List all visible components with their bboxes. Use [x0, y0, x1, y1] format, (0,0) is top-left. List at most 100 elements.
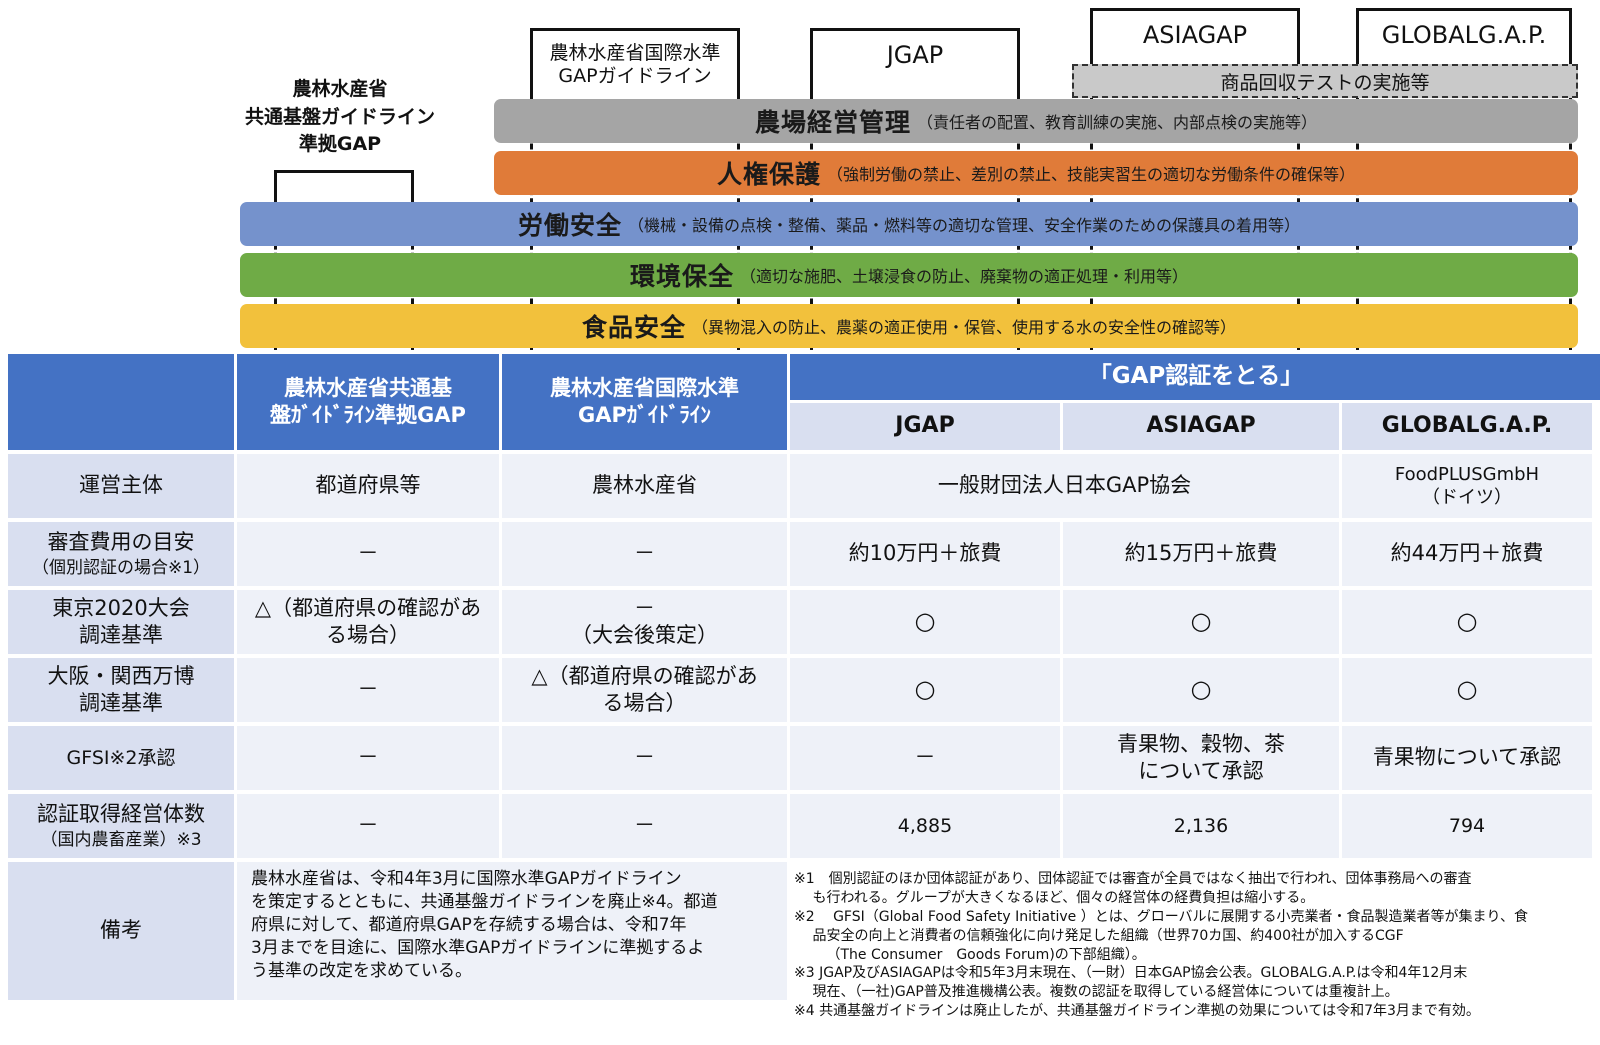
cell-line: － — [634, 745, 655, 770]
cell-count-jgap: 4,885 — [790, 794, 1060, 858]
cell-gfsi-globalgap: 青果物について承認 — [1342, 726, 1592, 790]
label-line: 準拠GAP — [298, 133, 382, 156]
band-title: 環境保全 — [629, 262, 734, 291]
bracket-globalgap-label: GLOBALG.A.P. — [1381, 20, 1547, 49]
bracket-common — [274, 170, 414, 200]
cell-line: 農林水産省 — [592, 473, 697, 498]
band-detail: （強制労働の禁止、差別の禁止、技能実習生の適切な労働条件の確保等） — [827, 165, 1356, 184]
bracket-intl-label: 農林水産省国際水準 GAPガイドライン — [533, 31, 737, 99]
cell-line: △（都道府県の確認があ — [531, 663, 758, 688]
cell-osaka-jgap: ○ — [790, 658, 1060, 722]
cell-cost-common: － — [237, 522, 499, 586]
footnote-line: 品安全の向上と消費者の信頼強化に向け発足した組織（世界70カ国、約400社が加入… — [794, 927, 1404, 944]
cell-cost-asiagap: 約15万円＋旅費 — [1063, 522, 1339, 586]
cell-line: ○ — [914, 675, 936, 704]
row-label-line: （個別認証の場合※1） — [31, 557, 211, 578]
cell-tokyo-common: △（都道府県の確認があ る場合） — [237, 590, 499, 654]
header-line: 農林水産省国際水準 — [550, 375, 739, 400]
header-jgap: JGAP — [790, 403, 1060, 450]
row-label-line: GFSI※2承認 — [66, 746, 176, 769]
cell-operator-intl: 農林水産省 — [502, 454, 787, 518]
cell-line: について承認 — [1138, 759, 1264, 783]
gap-scope-diagram: 農林水産省 共通基盤ガイドライン 準拠GAP 農林水産省国際水準 GAPガイドラ… — [0, 0, 1600, 350]
cell-line: ○ — [1456, 675, 1478, 704]
footnote-line: も行われる。グループが大きくなるほど、個々の経営体の経費負担は縮小する。 — [794, 889, 1315, 906]
bracket-globalgap: GLOBALG.A.P. — [1356, 8, 1572, 66]
label-line: GAPガイドライン — [558, 65, 712, 87]
cell-line: ○ — [914, 607, 936, 636]
cell-osaka-intl: △（都道府県の確認があ る場合） — [502, 658, 787, 722]
row-label-line: 運営主体 — [79, 473, 163, 498]
row-label-gfsi: GFSI※2承認 — [8, 726, 234, 790]
bracket-asiagap-label: ASIAGAP — [1142, 20, 1248, 49]
cell-line: 青果物について承認 — [1372, 745, 1562, 770]
cell-line: － — [634, 813, 655, 838]
band-human-rights: 人権保護 （強制労働の禁止、差別の禁止、技能実習生の適切な労働条件の確保等） — [494, 151, 1578, 195]
recall-test-box: 商品回収テストの実施等 — [1072, 64, 1578, 98]
cell-tokyo-asiagap: ○ — [1063, 590, 1339, 654]
row-label-line: （国内農畜産業）※3 — [40, 829, 202, 850]
cell-line: ○ — [1190, 607, 1212, 636]
footnote-line: ※3 JGAP及びASIAGAPは令和5年3月末現在、（一財）日本GAP協会公表… — [794, 965, 1468, 982]
remarks-line: 農林水産省は、令和4年3月に国際水準GAPガイドライン — [251, 869, 682, 889]
header-line: 農林水産省共通基 — [284, 375, 452, 400]
header-corner — [8, 354, 234, 450]
remarks-line: 3月までを目途に、国際水準GAPガイドラインに準拠するよ — [251, 937, 705, 958]
footnote-line: ※1 個別認証のほか団体認証があり、団体認証では審査が全員ではなく抽出で行われ、… — [794, 871, 1472, 887]
footnote-line: ※4 共通基盤ガイドラインは廃止したが、共通基盤ガイドライン準拠の効果については… — [794, 1003, 1480, 1020]
row-label-line: 調達基準 — [79, 691, 163, 715]
header-gap-certification: 「GAP認証をとる」 — [790, 354, 1600, 400]
cell-cost-jgap: 約10万円＋旅費 — [790, 522, 1060, 586]
cell-tokyo-jgap: ○ — [790, 590, 1060, 654]
cell-tokyo-intl: － （大会後策定） — [502, 590, 787, 654]
band-labor-safety: 労働安全 （機械・設備の点検・整備、薬品・燃料等の適切な管理、安全作業のための保… — [240, 202, 1578, 246]
cell-gfsi-jgap: － — [790, 726, 1060, 790]
row-label-audit-cost: 審査費用の目安 （個別認証の場合※1） — [8, 522, 234, 586]
cell-count-common: － — [237, 794, 499, 858]
cell-osaka-globalgap: ○ — [1342, 658, 1592, 722]
band-detail: （責任者の配置、教育訓練の実施、内部点検の実施等） — [917, 113, 1318, 132]
row-label-operator: 運営主体 — [8, 454, 234, 518]
cell-line: － — [634, 541, 655, 566]
cell-remarks: 農林水産省は、令和4年3月に国際水準GAPガイドライン を策定するとともに、共通… — [237, 862, 787, 1000]
label-line: 農林水産省 — [292, 78, 388, 100]
cell-count-asiagap: 2,136 — [1063, 794, 1339, 858]
cell-line: － — [357, 677, 379, 702]
cell-line: 2,136 — [1173, 814, 1229, 837]
bracket-intl: 農林水産省国際水準 GAPガイドライン — [530, 28, 740, 100]
header-line: 盤ｶﾞｲﾄﾞﾗｲﾝ準拠GAP — [270, 403, 466, 427]
footnotes: ※1 個別認証のほか団体認証があり、団体認証では審査が全員ではなく抽出で行われ、… — [794, 870, 1592, 1021]
cell-operator-globalgap: FoodPLUSGmbH （ドイツ） — [1342, 454, 1592, 518]
bracket-jgap: JGAP — [810, 28, 1020, 100]
cell-line: 794 — [1448, 814, 1486, 837]
header-intl-guideline: 農林水産省国際水準 GAPｶﾞｲﾄﾞﾗｲﾝ — [502, 354, 787, 450]
remarks-line: 府県に対して、都道府県GAPを存続する場合は、令和7年 — [251, 914, 687, 935]
cell-line: （ドイツ） — [1422, 487, 1512, 508]
cell-count-intl: － — [502, 794, 787, 858]
cell-gfsi-intl: － — [502, 726, 787, 790]
band-environment: 環境保全 （適切な施肥、土壌浸食の防止、廃棄物の適正処理・利用等） — [240, 253, 1578, 297]
band-food-safety: 食品安全 （異物混入の防止、農薬の適正使用・保管、使用する水の安全性の確認等） — [240, 304, 1578, 348]
remarks-line: う基準の改定を求めている。 — [251, 960, 472, 981]
cell-gfsi-common: － — [237, 726, 499, 790]
cell-line: る場合） — [602, 691, 687, 715]
row-label-osaka-expo: 大阪・関西万博 調達基準 — [8, 658, 234, 722]
cell-line: － — [357, 745, 379, 770]
cell-count-globalgap: 794 — [1342, 794, 1592, 858]
cell-cost-globalgap: 約44万円＋旅費 — [1342, 522, 1592, 586]
cell-operator-common: 都道府県等 — [237, 454, 499, 518]
cell-line: 約15万円＋旅費 — [1124, 541, 1278, 566]
bracket-asiagap: ASIAGAP — [1090, 8, 1300, 66]
row-label-line: 審査費用の目安 — [47, 530, 195, 555]
cell-gfsi-asiagap: 青果物、穀物、茶 について承認 — [1063, 726, 1339, 790]
cell-line: ○ — [1190, 675, 1212, 704]
label-line: 農林水産省国際水準 — [549, 42, 721, 65]
bracket-jgap-label: JGAP — [886, 40, 944, 69]
band-title: 労働安全 — [517, 211, 622, 240]
band-farm-management: 農場経営管理 （責任者の配置、教育訓練の実施、内部点検の実施等） — [494, 99, 1578, 143]
row-label-line: 東京2020大会 — [52, 595, 190, 620]
cell-line: 約44万円＋旅費 — [1390, 541, 1544, 566]
cell-line: － — [357, 813, 379, 838]
band-title: 人権保護 — [716, 160, 821, 189]
cell-line: 約10万円＋旅費 — [848, 541, 1002, 566]
